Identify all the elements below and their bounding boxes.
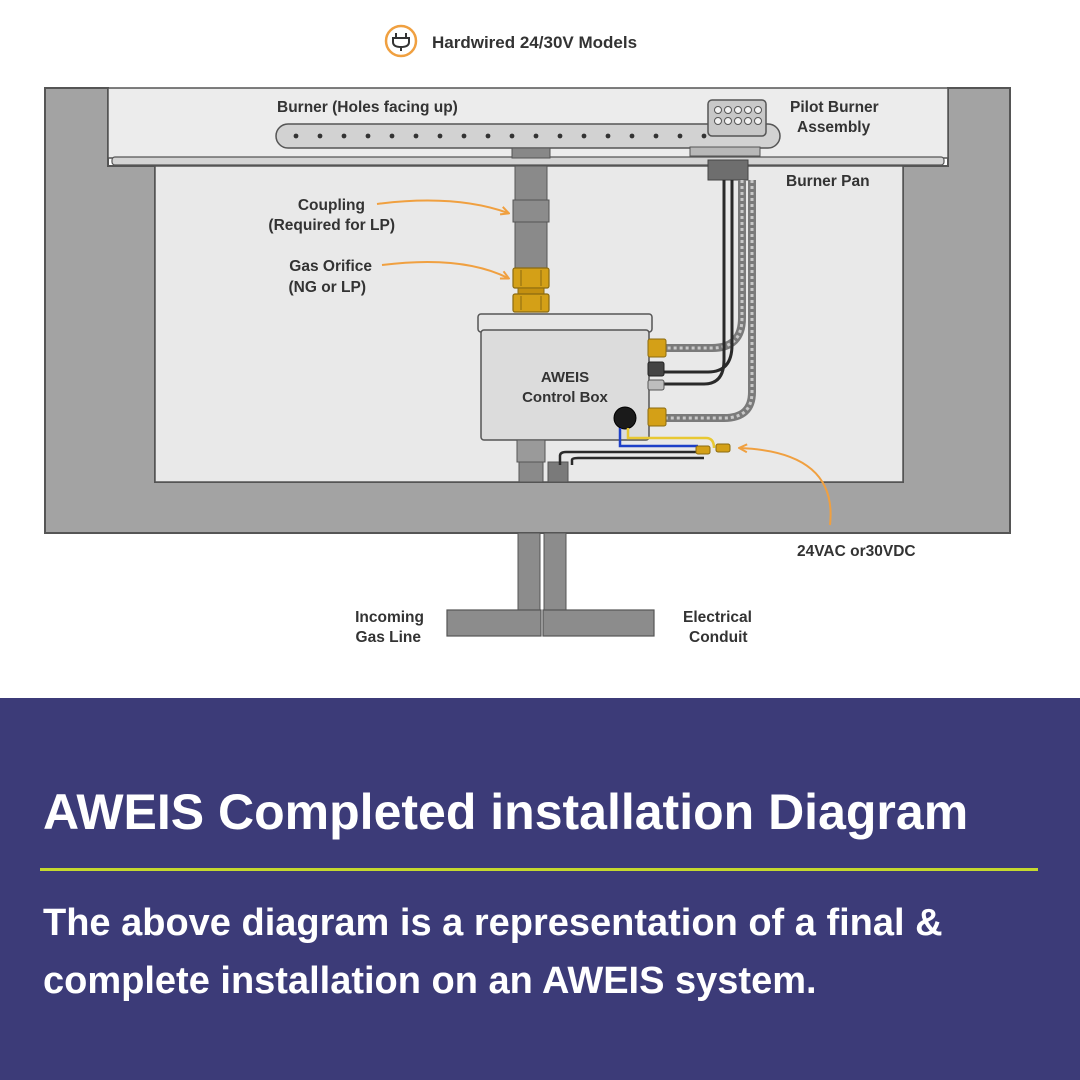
banner-divider xyxy=(40,868,1038,871)
gas-orifice-fitting xyxy=(512,267,550,313)
underground-lines xyxy=(446,532,655,637)
power-arrow xyxy=(740,448,832,526)
side-fittings xyxy=(647,338,667,427)
orifice-arrow xyxy=(381,261,508,278)
box-gas-inlet xyxy=(516,439,546,463)
header-title: Hardwired 24/30V Models xyxy=(432,33,637,52)
orifice-label-1: Gas Orifice xyxy=(289,258,372,275)
pilot-label-2: Assembly xyxy=(797,119,871,136)
power-wires xyxy=(558,428,731,465)
burner-holes xyxy=(293,133,707,139)
coupling-arrow xyxy=(376,199,508,213)
callout-arrows xyxy=(376,199,832,526)
coupling xyxy=(512,199,550,223)
pilot-bracket xyxy=(707,159,749,181)
header-plug-icon xyxy=(384,24,418,58)
coupling-label-1: Coupling xyxy=(298,197,365,214)
banner-title: AWEIS Completed installation Diagram xyxy=(43,784,969,840)
pilot-flex-lines xyxy=(664,180,756,422)
power-label: 24VAC or30VDC xyxy=(797,543,916,560)
control-box-label-1: AWEIS xyxy=(541,369,589,386)
banner-description: The above diagram is a representation of… xyxy=(43,902,943,1002)
gas-line-label-1: Incoming xyxy=(355,609,424,626)
coupling-label-2: (Required for LP) xyxy=(268,217,395,234)
orifice-label-2: (NG or LP) xyxy=(289,279,367,296)
pilot-label-1: Pilot Burner xyxy=(790,99,879,116)
caption-banner xyxy=(0,698,1080,1080)
conduit-stub xyxy=(547,461,569,483)
conduit-label-2: Conduit xyxy=(689,629,748,646)
control-box-label-2: Control Box xyxy=(522,389,608,406)
burner-pan-label: Burner Pan xyxy=(786,173,870,190)
gas-line-label-2: Gas Line xyxy=(356,629,422,646)
burner-mount xyxy=(511,147,551,159)
installation-diagram: Hardwired 24/30V Models xyxy=(44,24,1011,646)
pilot-burner-assembly xyxy=(689,99,767,157)
burner-label: Burner (Holes facing up) xyxy=(277,99,458,116)
conduit-label-1: Electrical xyxy=(683,609,752,626)
pipe-through-floor xyxy=(518,461,544,483)
wire-grommet xyxy=(613,406,637,430)
